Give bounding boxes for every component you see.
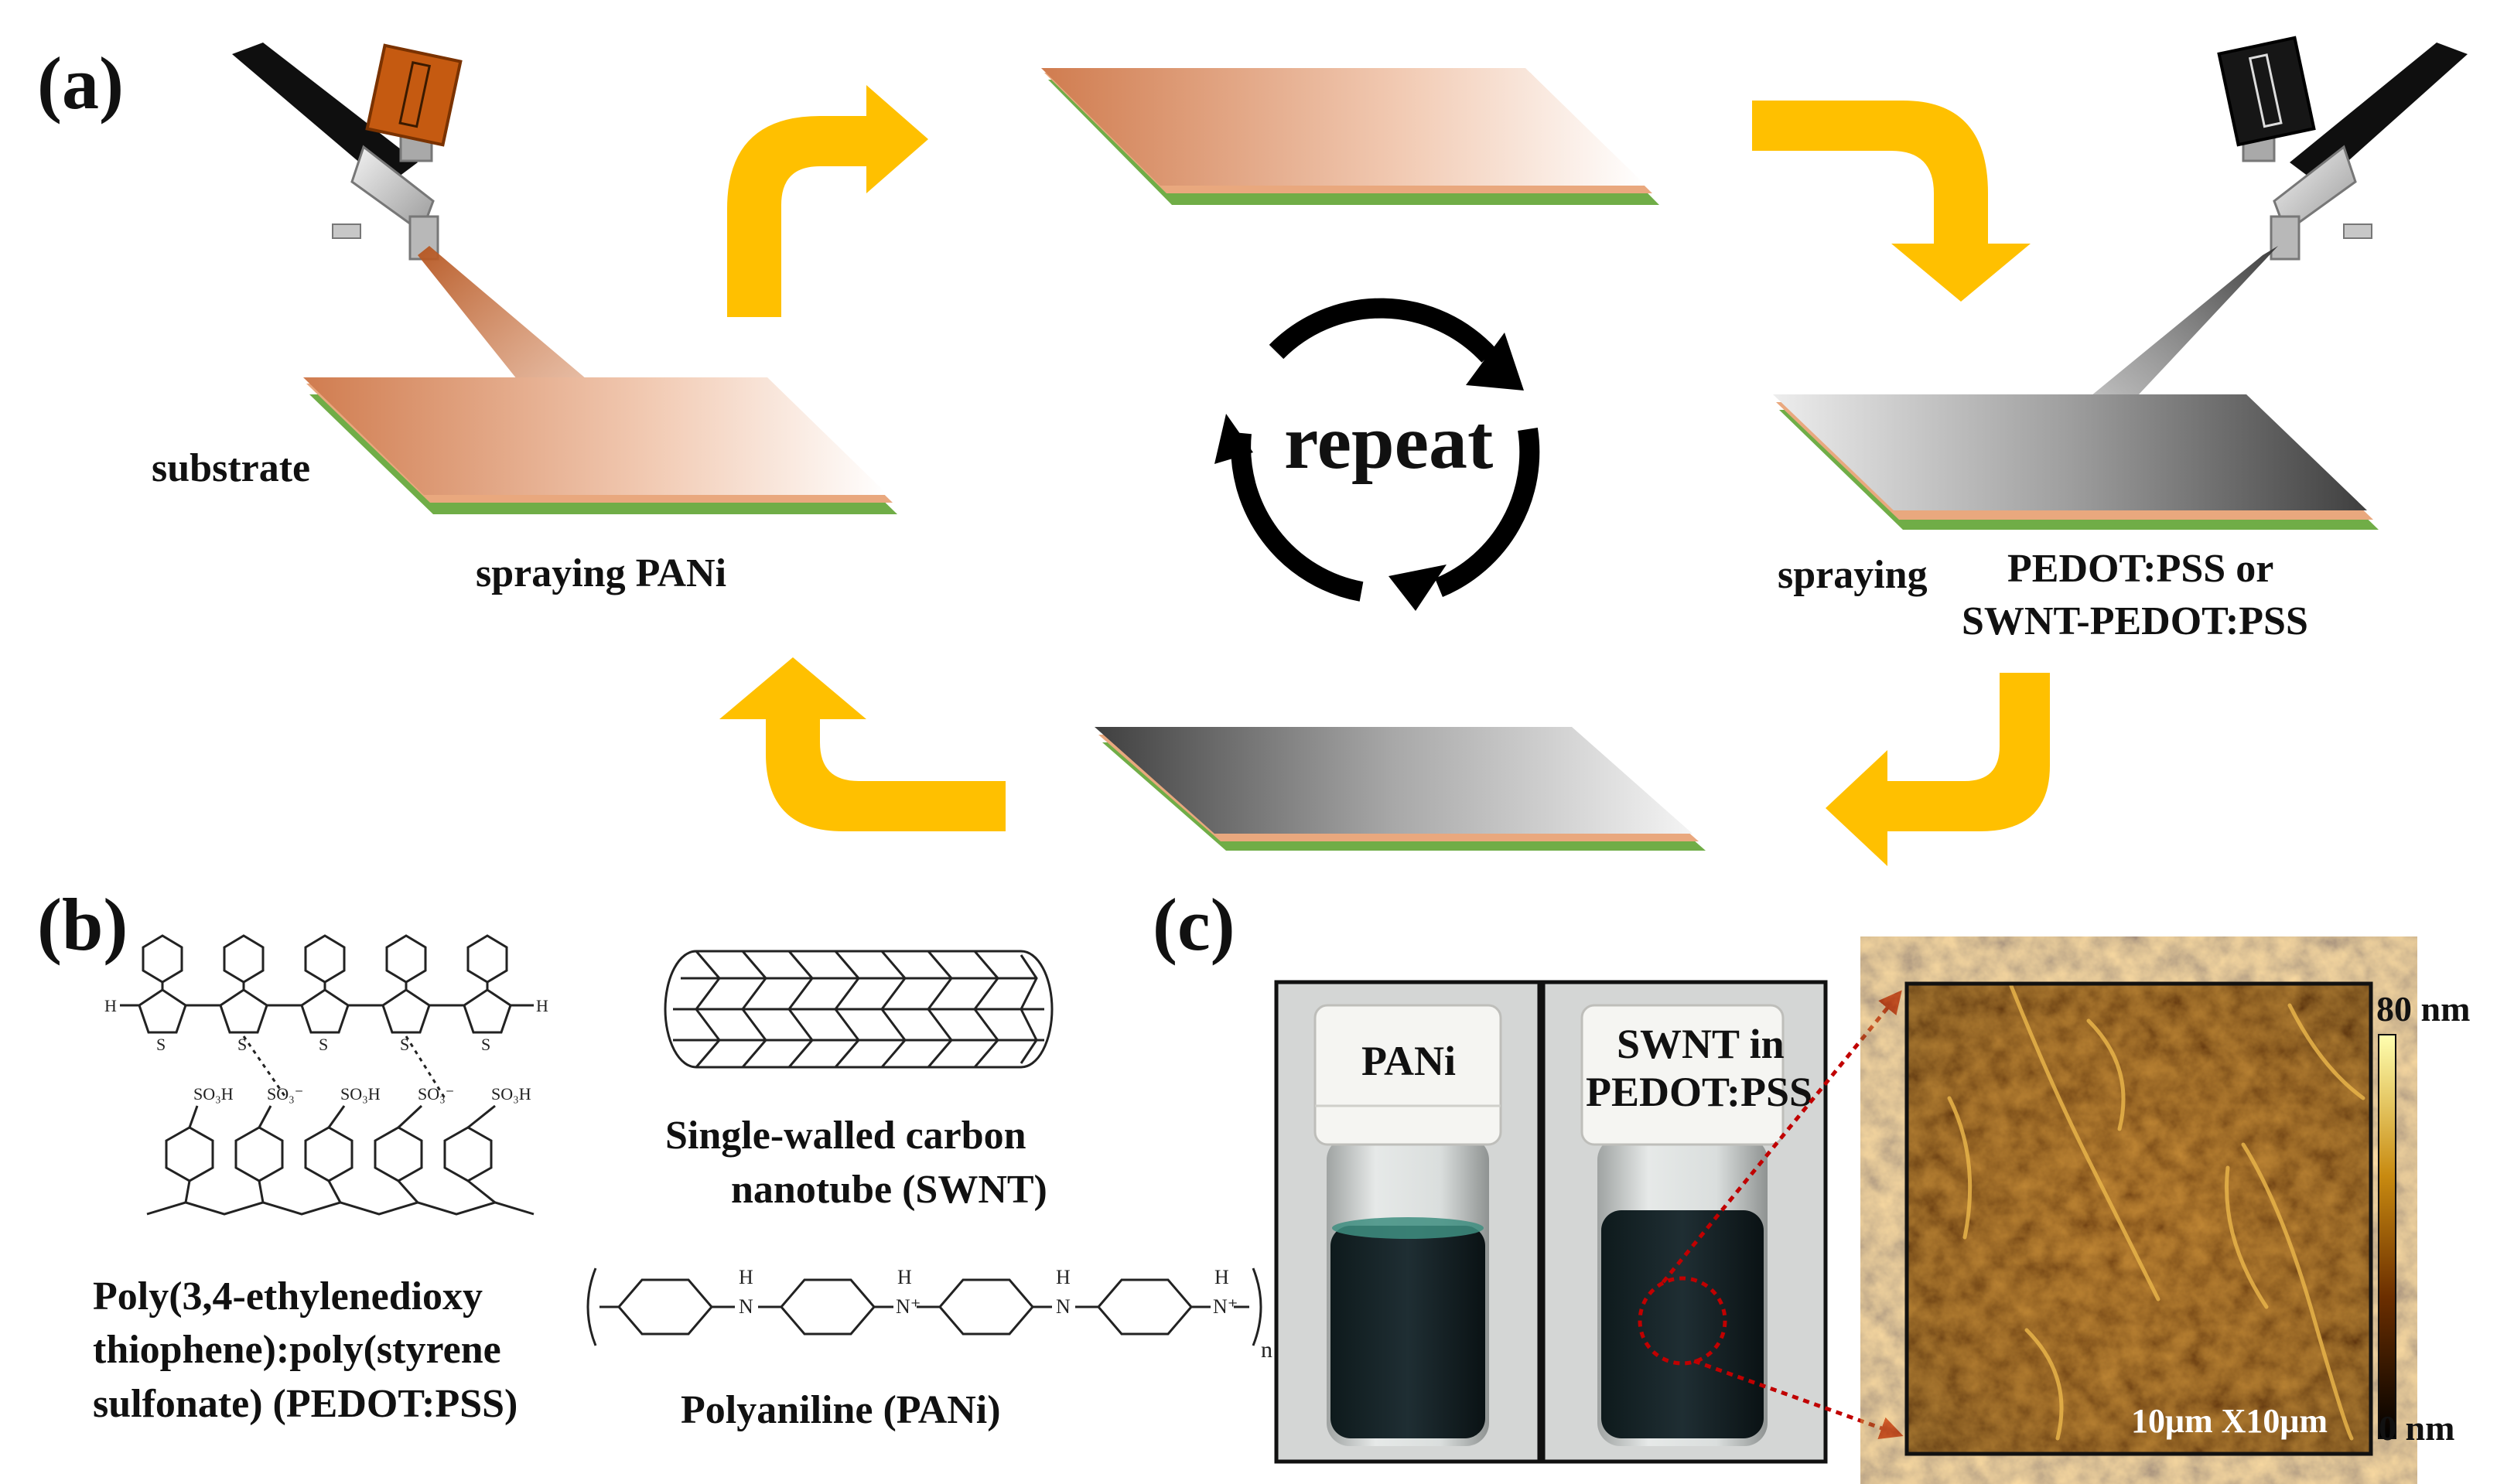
pedot-pss-atom-labels: H H S S S S S SO₃H SO₃⁻ SO₃H SO₃⁻ SO₃H: [104, 996, 548, 1104]
chem-s-4: S: [400, 1035, 409, 1054]
pani-nplus-1: N⁺: [896, 1295, 921, 1318]
chem-so3minus-1: SO₃⁻: [267, 1084, 303, 1104]
substrate-top: [1041, 68, 1659, 205]
pani-h-3: H: [1056, 1266, 1071, 1288]
panel-a-letter: (a): [37, 42, 124, 125]
substrate-right: [1773, 394, 2379, 530]
chem-h-right: H: [536, 996, 548, 1015]
spraying-pani-label: spraying PANi: [476, 551, 726, 595]
chem-h-left: H: [104, 996, 117, 1015]
pani-caption: Polyaniline (PANi): [681, 1388, 1001, 1432]
chem-s-5: S: [481, 1035, 490, 1054]
pani-h-2: H: [897, 1266, 912, 1288]
arrow-down-left: [1826, 673, 2050, 866]
chem-so3h-3: SO₃H: [491, 1084, 531, 1104]
arrow-up-right: [727, 85, 928, 317]
swnt-structure: [664, 950, 1054, 1069]
substrate-bottom: [1095, 727, 1706, 851]
zoom-lines: [1662, 990, 1904, 1440]
jar1-label: PANi: [1361, 1038, 1456, 1084]
pani-nplus-2: N⁺: [1213, 1295, 1238, 1318]
pani-h-4: H: [1214, 1266, 1229, 1288]
substrate-left: [303, 377, 897, 514]
jar-photo-pani: PANi: [1274, 980, 1542, 1464]
jar-photo-swnt: SWNT in PEDOT:PSS: [1541, 980, 1828, 1464]
afm-scale-label: 10μm X10μm: [2131, 1402, 2328, 1440]
repeat-label: repeat: [1284, 399, 1493, 485]
afm-image: 10μm X10μm: [1904, 981, 2373, 1456]
swnt-caption-line1: Single-walled carbon: [665, 1114, 1026, 1158]
spray-gun-left: [232, 43, 463, 261]
pani-atom-labels: N H N⁺ H N H N⁺ H n: [739, 1266, 1272, 1363]
spraying-pedot-line2: SWNT-PEDOT:PSS: [1962, 599, 2308, 643]
pedot-pss-structure: [120, 934, 535, 1216]
swnt-caption-line2: nanotube (SWNT): [731, 1168, 1047, 1212]
chem-so3h-2: SO₃H: [340, 1084, 381, 1104]
repeat-arrowheads: [1214, 333, 1524, 611]
spraying-pedot-line1: PEDOT:PSS or: [2007, 547, 2273, 591]
chem-so3minus-2: SO₃⁻: [418, 1084, 454, 1104]
afm-colorbar: 80 nm 0 nm: [2376, 989, 2470, 1448]
substrate-label: substrate: [152, 446, 310, 490]
jar2-label-line2: PEDOT:PSS: [1586, 1069, 1812, 1115]
pedot-caption-line1: Poly(3,4-ethylenedioxy: [93, 1274, 483, 1319]
pani-structure: [586, 1267, 1262, 1346]
arrow-left-up: [719, 657, 1006, 831]
zoom-circle: [1638, 1276, 1727, 1366]
chem-s-3: S: [319, 1035, 328, 1054]
pedot-caption-line3: sulfonate) (PEDOT:PSS): [93, 1382, 517, 1426]
chem-s-2: S: [237, 1035, 247, 1054]
spray-gun-right: [2217, 36, 2468, 261]
arrow-right-down: [1752, 101, 2031, 302]
repeat-cycle: [1231, 298, 1540, 602]
chem-s-1: S: [156, 1035, 166, 1054]
pani-n-2: N: [1056, 1295, 1071, 1318]
pani-n-1: N: [739, 1295, 753, 1318]
panel-c-letter: (c): [1153, 883, 1235, 966]
panel-b-letter: (b): [37, 883, 128, 966]
chem-so3h-1: SO₃H: [193, 1084, 234, 1104]
flow-arrows: [719, 85, 2050, 866]
jar2-label-line1: SWNT in: [1617, 1021, 1785, 1067]
pani-h-1: H: [739, 1266, 753, 1288]
colorbar-min-label: 0 nm: [2379, 1408, 2454, 1448]
pedot-caption-line2: thiophene):poly(styrene: [93, 1328, 501, 1372]
pani-subscript-n: n: [1261, 1337, 1272, 1363]
colorbar-max-label: 80 nm: [2376, 989, 2470, 1029]
spraying-label: spraying: [1778, 553, 1928, 597]
